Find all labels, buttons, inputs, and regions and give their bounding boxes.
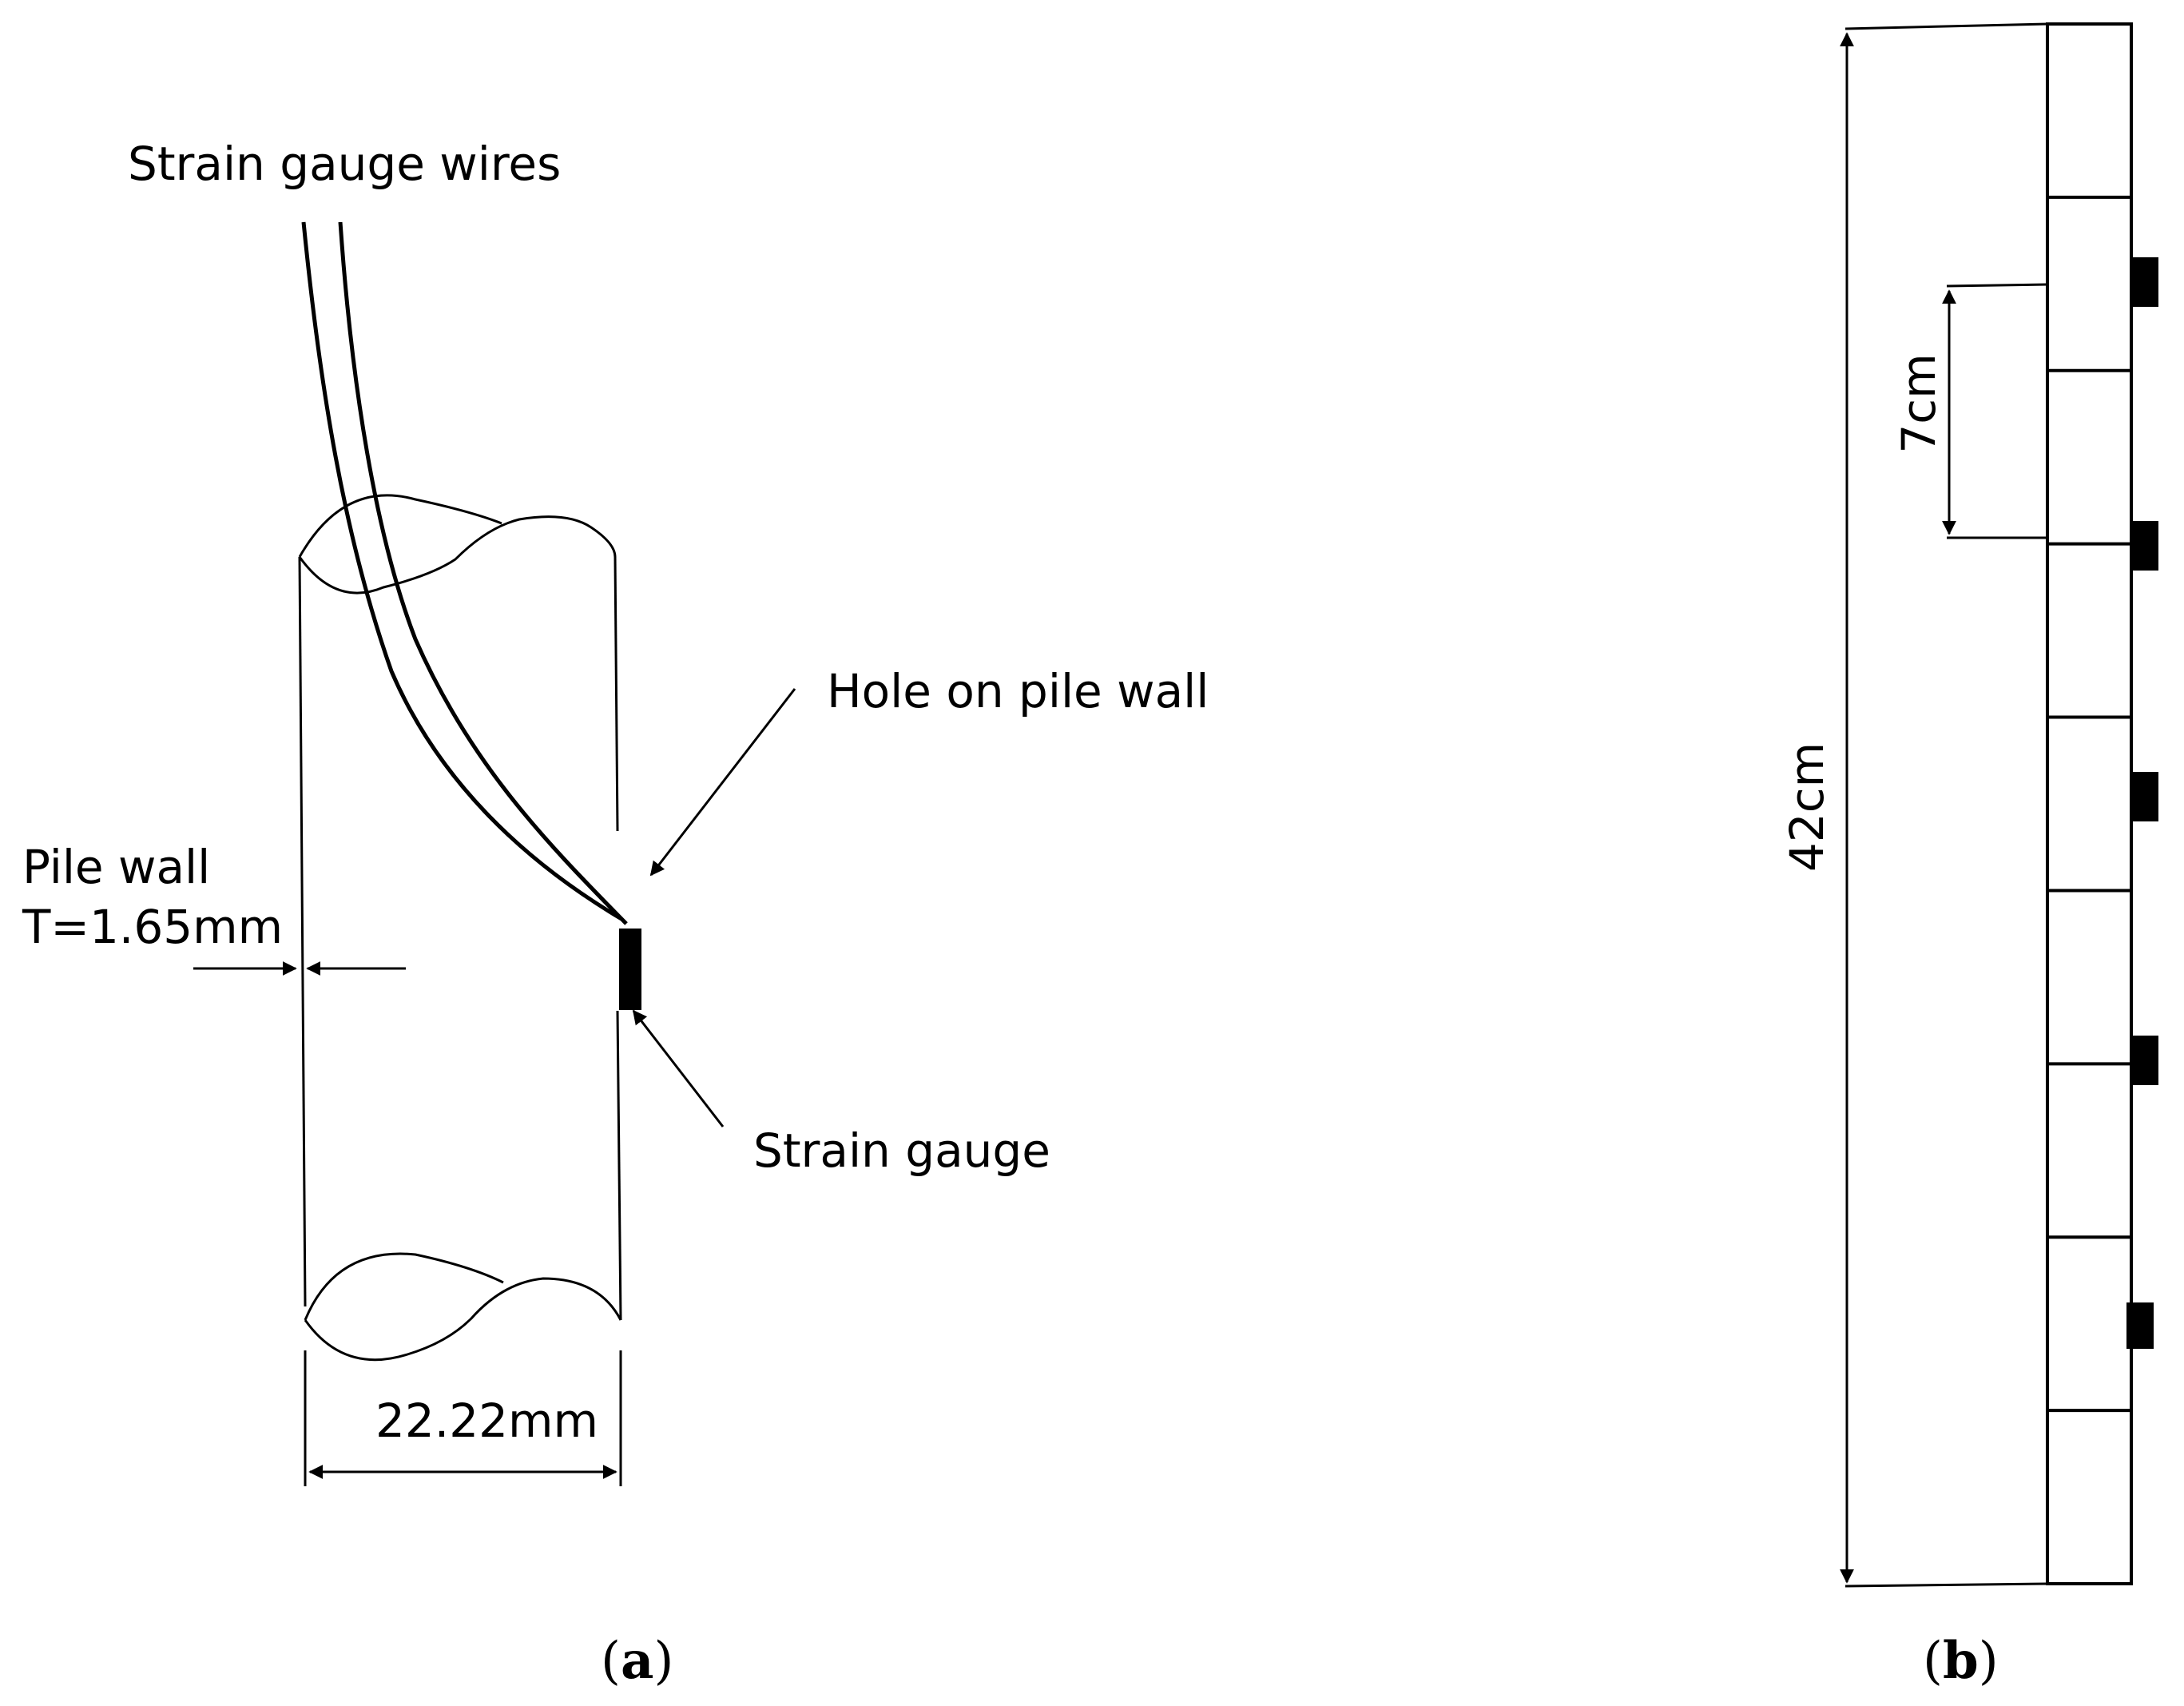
caption-a: (a) bbox=[601, 1631, 673, 1691]
strain-gauge-mark bbox=[2131, 772, 2158, 821]
length-label: 42cm bbox=[1780, 742, 1834, 872]
strain-gauge-mark bbox=[2131, 1036, 2158, 1085]
pile-bottom-break bbox=[304, 1252, 622, 1362]
hole-label: Hole on pile wall bbox=[827, 664, 1209, 718]
pile-right-wall bbox=[614, 556, 619, 832]
wire-outer bbox=[301, 221, 623, 921]
wires-label: Strain gauge wires bbox=[128, 137, 561, 191]
panel-b: 42cm 7cm (b) bbox=[1780, 22, 2158, 1691]
strain-gauge-mark bbox=[2131, 257, 2158, 307]
strain-gauge-mark bbox=[2126, 1302, 2154, 1349]
diameter-label: 22.22mm bbox=[375, 1394, 598, 1448]
pile-left-wall bbox=[298, 556, 307, 1307]
panel-a: Strain gauge wires Hole on pile wall Pil… bbox=[22, 137, 1209, 1691]
wire-inner bbox=[338, 221, 628, 925]
gauge-arrow bbox=[632, 1009, 725, 1127]
gauge-marks bbox=[2126, 257, 2158, 1349]
wall-label-line1: Pile wall bbox=[22, 840, 210, 894]
pile-outline bbox=[2046, 22, 2133, 1585]
strain-gauge-wires bbox=[301, 221, 628, 925]
pile-tube bbox=[298, 494, 622, 1362]
strain-gauge bbox=[619, 929, 641, 1010]
pile-right-wall-lower bbox=[616, 1010, 622, 1321]
length-ext-top bbox=[1844, 22, 2048, 30]
pile-column bbox=[2046, 22, 2133, 1585]
caption-b: (b) bbox=[1923, 1631, 1999, 1691]
strain-gauge-mark bbox=[2131, 521, 2158, 571]
spacing-ext-top bbox=[1946, 283, 2048, 288]
pile-top-break bbox=[298, 494, 617, 595]
wall-label-line2: T=1.65mm bbox=[22, 900, 283, 954]
length-ext-bottom bbox=[1844, 1582, 2048, 1588]
spacing-label: 7cm bbox=[1892, 353, 1946, 453]
hole-arrow bbox=[649, 688, 796, 877]
gauge-label: Strain gauge bbox=[753, 1123, 1050, 1178]
